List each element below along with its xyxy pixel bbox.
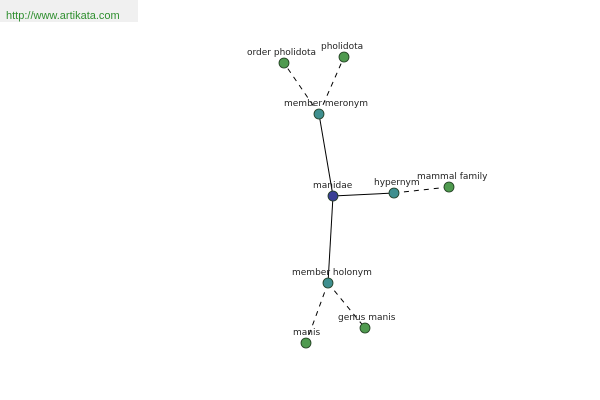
site-url-link[interactable]: http://www.artikata.com xyxy=(6,10,120,22)
labels-layer: manidae member meronym hypernym member holo… xyxy=(247,42,488,338)
edge-center-to-hypernym xyxy=(332,192,395,197)
edge-member-meronym-to-order-pholidota xyxy=(283,62,320,115)
node-pholidota[interactable] xyxy=(338,51,350,63)
node-order-pholidota[interactable] xyxy=(278,57,290,69)
node-mammal-family[interactable] xyxy=(443,181,455,193)
node-label-hypernym: hypernym xyxy=(374,178,420,188)
url-banner: http://www.artikata.com xyxy=(0,0,138,22)
node-member-meronym[interactable] xyxy=(313,108,325,120)
node-label-member-meronym: member meronym xyxy=(284,99,368,109)
node-label-mammal-family: mammal family xyxy=(417,172,488,182)
node-label-center: manidae xyxy=(313,181,353,191)
edge-member-meronym-to-pholidota xyxy=(318,56,345,115)
node-label-pholidota: pholidota xyxy=(321,42,363,52)
edge-center-to-member-meronym xyxy=(318,113,334,197)
edge-center-to-member-holonym xyxy=(327,195,334,284)
node-label-order-pholidota: order pholidota xyxy=(247,48,316,58)
edges-layer xyxy=(283,56,450,344)
edge-member-holonym-to-manis xyxy=(305,282,329,344)
node-label-manis: manis xyxy=(293,328,320,338)
node-manis[interactable] xyxy=(300,337,312,349)
node-label-member-holonym: member holonym xyxy=(292,268,372,278)
node-center[interactable] xyxy=(327,190,339,202)
node-hypernym[interactable] xyxy=(388,187,400,199)
node-member-holonym[interactable] xyxy=(322,277,334,289)
node-genus-manis[interactable] xyxy=(359,322,371,334)
nodes-layer xyxy=(278,51,455,349)
node-label-genus-manis: genus manis xyxy=(338,313,396,323)
